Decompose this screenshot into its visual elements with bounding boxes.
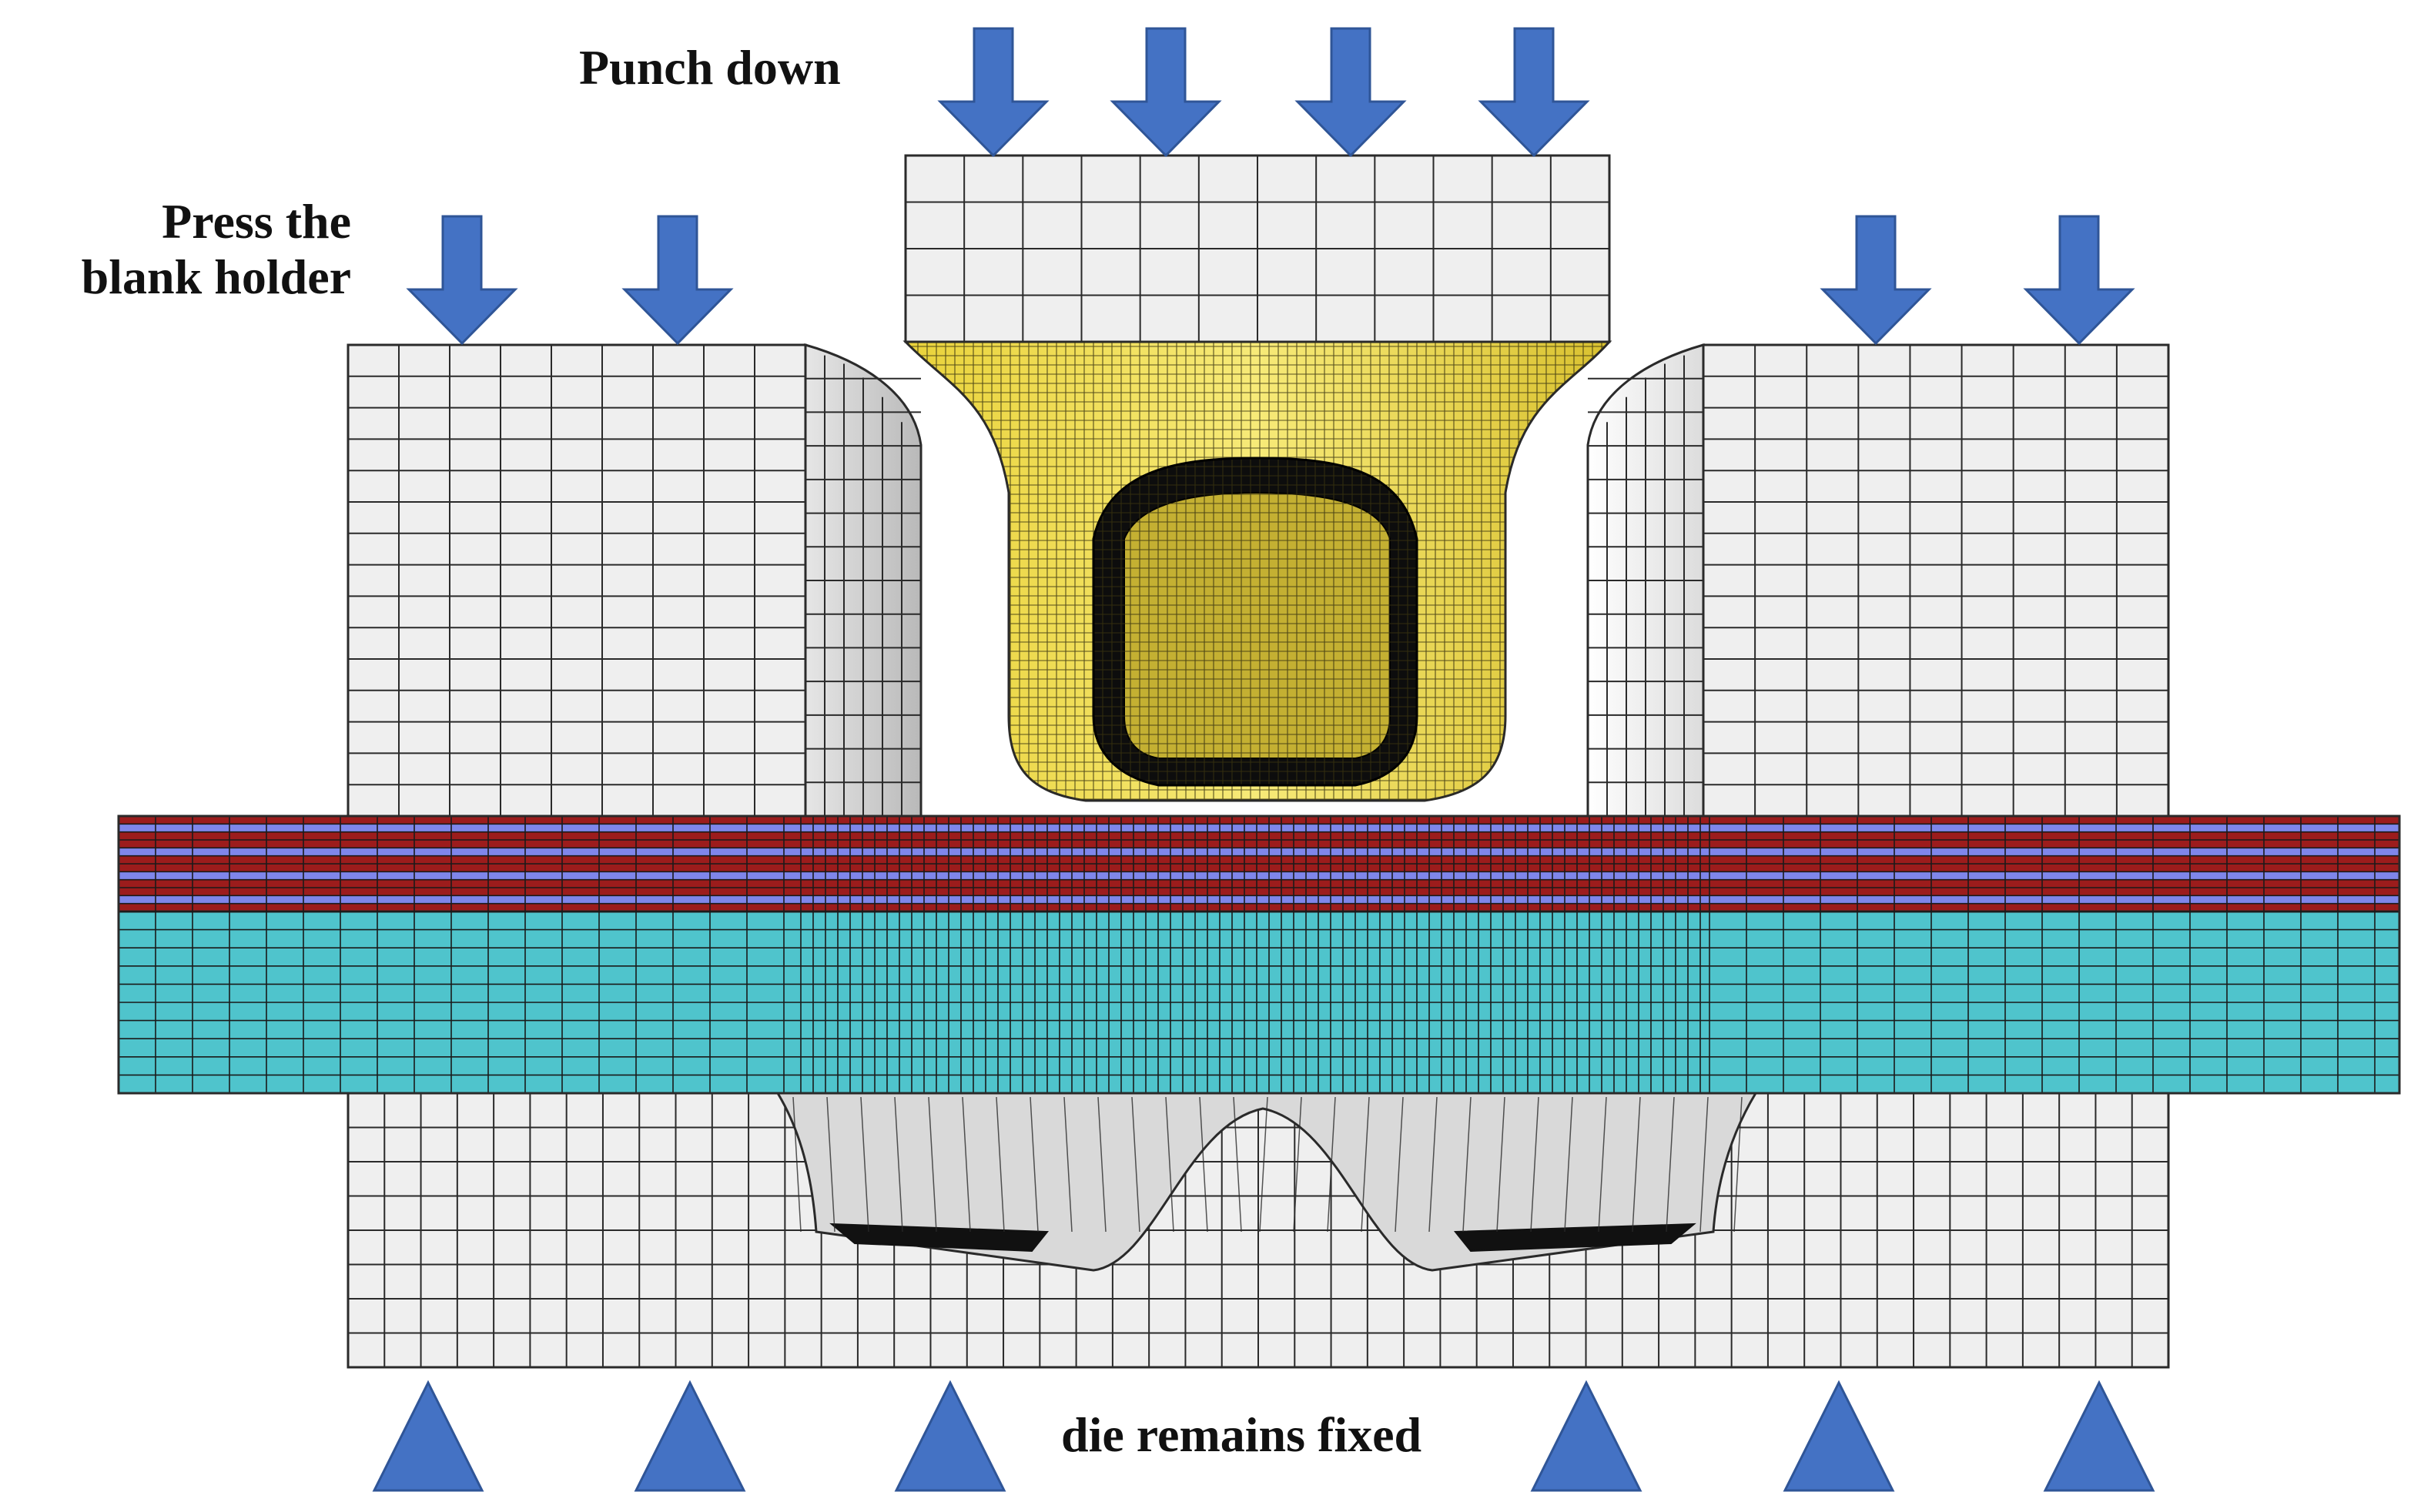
upper-sheet-layer (119, 848, 2399, 856)
triangle-support-icon (2043, 1380, 2155, 1492)
die-groove-right (1453, 1223, 1696, 1253)
holder-body (347, 343, 807, 818)
upper-sheet-layer (119, 903, 2399, 912)
rivet-core (1123, 491, 1391, 759)
triangle-support-icon (1783, 1380, 1895, 1492)
upper-sheet-layer (119, 888, 2399, 896)
upper-sheet-layer (119, 855, 2399, 864)
upper-sheet-layer (119, 816, 2399, 825)
down-arrow-icon (937, 27, 1050, 158)
upper-sheet-layer (119, 879, 2399, 888)
upper-sheet-layer (119, 895, 2399, 904)
upper-sheet-layer (119, 864, 2399, 872)
press-blank-holder-label-line2: blank holder (81, 249, 351, 304)
holder-body (1702, 343, 2170, 818)
press-blank-holder-label-line1: Press the (162, 194, 351, 249)
blank-holder-right (1586, 343, 2170, 818)
upper-sheet-layer (119, 871, 2399, 880)
down-arrow-icon (1820, 215, 1932, 346)
down-arrow-icon (1110, 27, 1222, 158)
upper-sheet-layer (119, 840, 2399, 848)
triangle-support-icon (634, 1380, 746, 1492)
upper-sheet-layer (119, 831, 2399, 840)
down-arrow-icon (1478, 27, 1590, 158)
die-cavity (775, 1092, 1758, 1272)
die (347, 1092, 2170, 1369)
triangle-support-icon (372, 1380, 484, 1492)
die-fixed-label: die remains fixed (1061, 1407, 1422, 1462)
triangle-support-icon (1530, 1380, 1642, 1492)
punch (904, 154, 1611, 343)
triangle-support-icon (894, 1380, 1006, 1492)
down-arrow-icon (2023, 215, 2135, 346)
down-arrow-icon (621, 215, 734, 346)
punch-down-label: Punch down (579, 40, 841, 95)
upper-sheet-layer (119, 824, 2399, 832)
down-arrow-icon (406, 215, 518, 346)
down-arrow-icon (1294, 27, 1407, 158)
sheet-stack (117, 815, 2401, 1095)
blank-holder-left (347, 343, 923, 818)
die-groove-left (829, 1223, 1050, 1253)
fixed-supports (372, 1380, 2155, 1492)
rivet (902, 340, 1612, 802)
press-blank-holder-label: Press the blank holder (28, 194, 351, 304)
load-arrows (406, 27, 2135, 346)
